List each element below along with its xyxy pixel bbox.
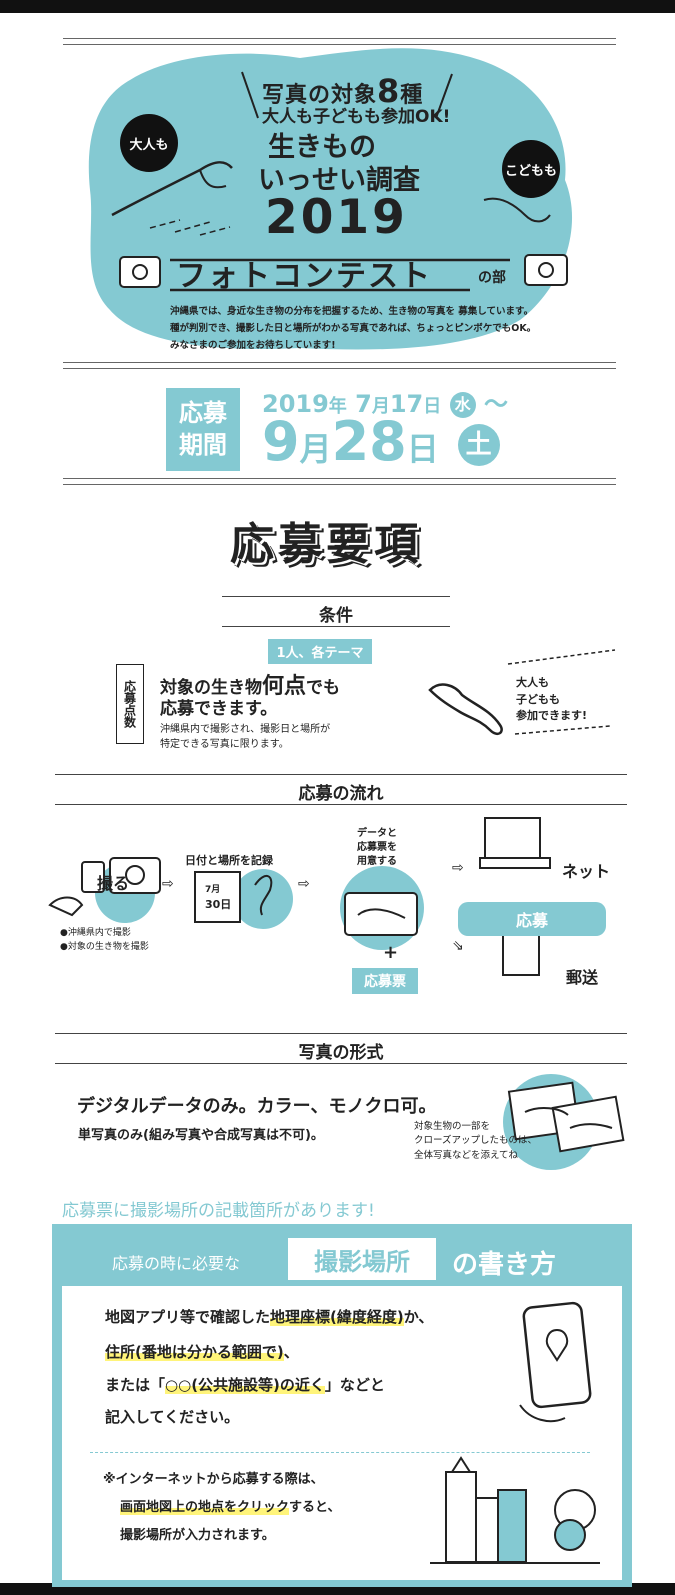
location-note-2: 画面地図上の地点をクリックすると、 <box>120 1500 341 1515</box>
description-line: 種が判別でき、撮影した日と場所がわかる写真であれば、ちょっとピンボケでもOK。 <box>170 323 537 334</box>
weekday-start: 水 <box>449 392 476 418</box>
title-line2: いっせい調査 <box>258 165 420 196</box>
description-line: みなさまのご参加をお待ちしています! <box>170 340 336 351</box>
conditions-line-top <box>222 596 450 597</box>
flow-shoot: 撮る <box>97 874 130 893</box>
entries-label: 応募点数 <box>116 664 144 744</box>
location-line-4: 記入してください。 <box>105 1408 240 1426</box>
conditions-main-2: 応募できます。 <box>160 699 278 719</box>
conditions-main: 対象の生き物何点でも <box>160 674 341 699</box>
svg-text:⇨: ⇨ <box>298 876 310 892</box>
conditions-note-1: 沖縄県内で撮影され、撮影日と場所が <box>160 724 331 735</box>
location-heading-box: 撮影場所 <box>288 1238 436 1280</box>
location-line-2: 住所(番地は分かる範囲で)、 <box>105 1343 299 1361</box>
conditions-tag: 1人、各テーマ <box>268 639 372 664</box>
flow-mail: 郵送 <box>566 968 599 987</box>
format-title: 写真の形式 <box>298 1043 384 1063</box>
location-notice: 応募票に撮影場所の記載箇所があります! <box>62 1201 375 1221</box>
flow-line-bottom <box>55 804 627 805</box>
flow-net: ネット <box>562 862 611 881</box>
period-label: 応募 期間 <box>166 388 240 471</box>
badge-adult: 大人も <box>120 114 178 172</box>
divider-top <box>63 38 616 45</box>
flow-shoot-note-2: ●対象の生き物を撮影 <box>60 942 149 952</box>
period-end: 9月28日 土 <box>262 410 500 473</box>
svg-text:⇨: ⇨ <box>162 876 174 892</box>
calendar-month: 7月 <box>205 885 221 895</box>
calendar-day: 30日 <box>205 898 232 911</box>
conditions-note-2: 特定できる写真に限ります。 <box>160 739 289 750</box>
guidelines-title: 応募要項 <box>230 519 422 570</box>
location-line-3: または「○○(公共施設等)の近く」などと <box>105 1376 385 1394</box>
badge-child: こどもも <box>502 140 560 198</box>
divider-period-top <box>63 362 616 369</box>
location-heading-post: の書き方 <box>452 1250 557 1280</box>
format-line-bottom <box>55 1063 627 1064</box>
format-line-top <box>55 1033 627 1034</box>
conditions-title: 条件 <box>319 606 353 626</box>
flow-form: 応募票 <box>352 968 418 994</box>
period-start: 2019年 7月17日 水 〜 <box>262 390 508 418</box>
conditions-side-note: 大人も 子どもも 参加できます! <box>516 676 588 722</box>
format-sub: 単写真のみ(組み写真や合成写真は不可)。 <box>78 1128 324 1143</box>
subject-count: 写真の対象8種 <box>262 72 424 110</box>
divider-period-bottom <box>63 478 616 485</box>
conditions-line-bottom <box>222 626 450 627</box>
svg-text:⇨: ⇨ <box>452 860 464 876</box>
contest-title: フォトコンテスト <box>176 259 432 294</box>
location-note-1: ※インターネットから応募する際は、 <box>103 1472 324 1487</box>
participation-text: 大人も子どもも参加OK! <box>262 107 451 127</box>
flow-title: 応募の流れ <box>298 784 384 804</box>
location-heading-pre: 応募の時に必要な <box>112 1254 241 1273</box>
svg-text:⇘: ⇘ <box>452 938 464 954</box>
title-year: 2019 <box>265 190 408 245</box>
contest-suffix: の部 <box>478 270 506 286</box>
flow-plus: + <box>383 942 399 963</box>
flow-line-top <box>55 774 627 775</box>
location-line-1: 地図アプリ等で確認した地理座標(緯度経度)か、 <box>105 1308 434 1326</box>
description-line: 沖縄県では、身近な生き物の分布を把握するため、生き物の写真を 募集しています。 <box>170 306 534 317</box>
header-blob <box>88 48 573 350</box>
weekday-end: 土 <box>457 424 500 467</box>
top-bar <box>0 0 675 13</box>
location-note-3: 撮影場所が入力されます。 <box>120 1528 275 1543</box>
flow-record: 日付と場所を記録 <box>185 854 273 867</box>
flow-shoot-note-1: ●沖縄県内で撮影 <box>60 928 131 938</box>
title-line1: 生きもの <box>268 132 376 163</box>
flow-prepare: データと 応募票を 用意する <box>357 828 397 867</box>
flow-apply: 応募 <box>458 902 606 936</box>
location-dash <box>90 1452 590 1453</box>
format-main: デジタルデータのみ。カラー、モノクロ可。 <box>77 1096 437 1117</box>
format-note: 対象生物の一部を クローズアップしたものは、 全体写真などを添えてね <box>414 1121 538 1161</box>
